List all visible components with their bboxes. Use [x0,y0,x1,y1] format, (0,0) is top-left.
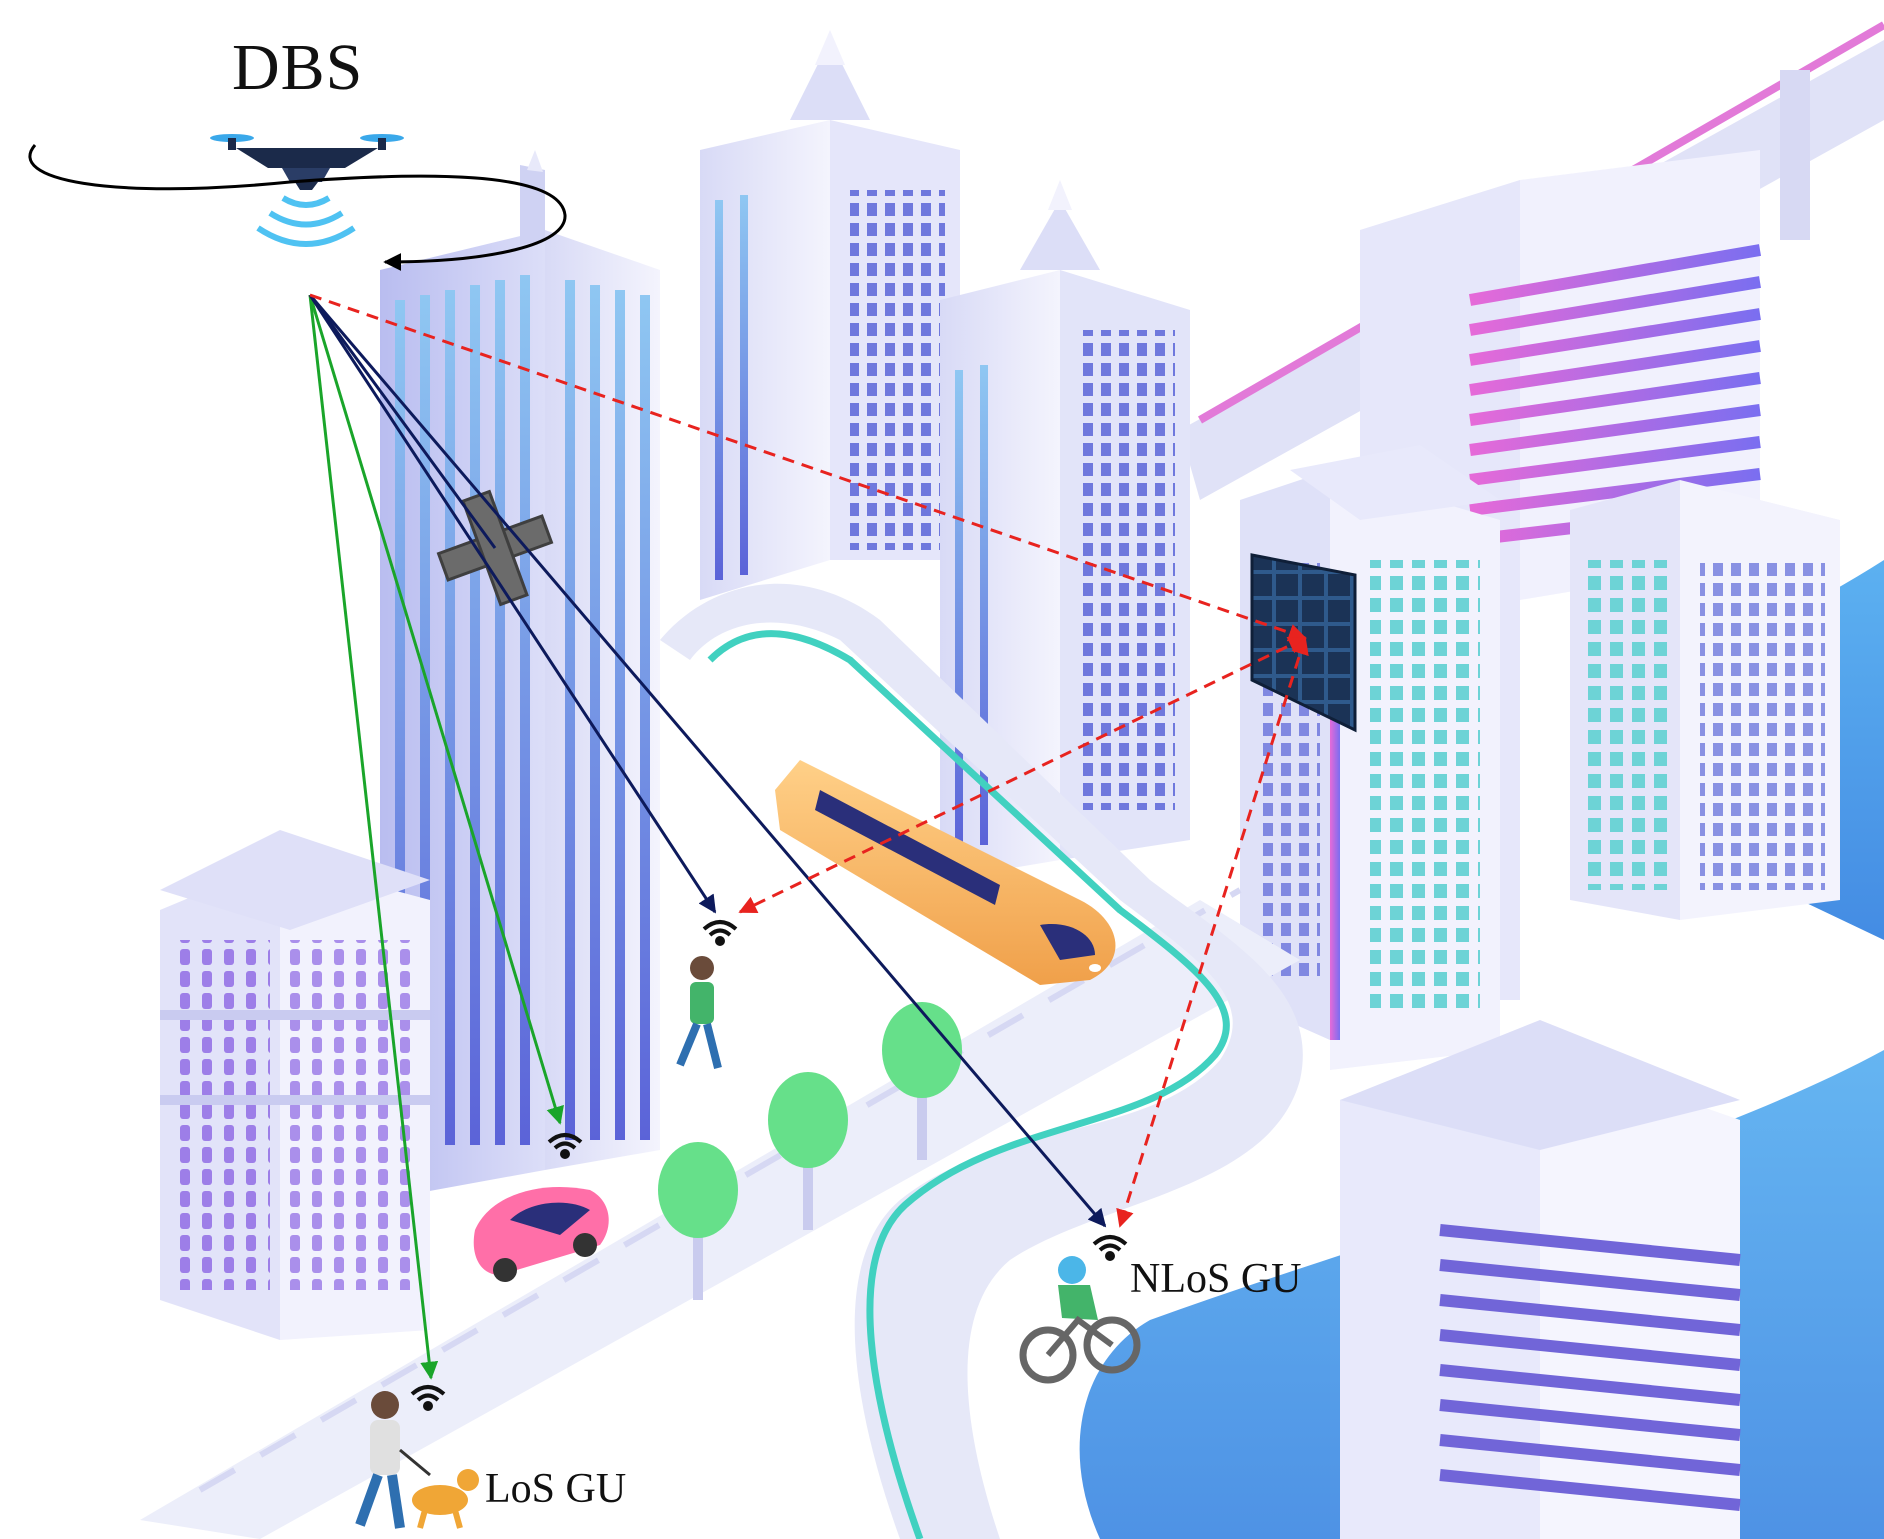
nlos-gu-label: NLoS GU [1130,1256,1302,1302]
nlos-link-blocked [308,294,497,549]
los-link-to-car [308,294,564,1125]
los-gu-label: LoS GU [485,1466,627,1512]
wifi-icon [702,920,738,946]
tower-center [700,30,960,600]
nlos-link-to-cyclist [308,294,1107,1228]
drone-trajectory [28,144,567,271]
los-link-to-walker [308,294,439,1380]
dog-walker-icon [355,1391,479,1529]
cyclist-icon [1019,1256,1141,1384]
pedestrian-icon [676,956,722,1069]
ris-links [309,293,1309,1228]
drone-icon [210,134,404,190]
nlos-links [308,294,1107,1228]
nlos-link-to-pedestrian [308,294,717,914]
wifi-icon [410,1385,446,1411]
dbs-label: DBS [232,31,364,104]
city-background [140,21,1884,1539]
tower-right-teal [1570,480,1840,920]
wifi-icon [1092,1235,1128,1261]
los-links [308,294,564,1380]
car-icon [473,1186,609,1282]
trees [658,1002,962,1300]
building-lower-right [1340,1020,1741,1539]
ris-building [1240,445,1500,1070]
wifi-icon [547,1133,583,1159]
ris-link-dbs-to-panel [309,293,1307,642]
ris-link-panel-to-cyclist [1116,636,1309,1228]
building-left-purple [160,830,430,1340]
drone-signal-waves [256,195,356,247]
